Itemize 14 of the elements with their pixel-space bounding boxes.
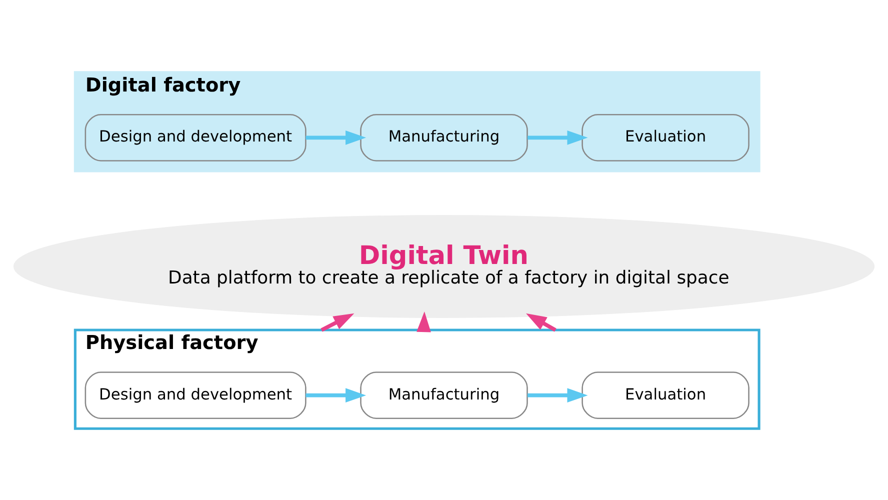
arrow — [306, 388, 366, 402]
node-box: Design and development — [84, 113, 306, 161]
arrow — [306, 130, 366, 144]
node-box: Evaluation — [582, 113, 750, 161]
arrow — [526, 312, 556, 332]
node-box: Evaluation — [582, 371, 750, 419]
arrow — [528, 130, 588, 144]
node-box: Design and development — [84, 371, 306, 419]
node-box: Manufacturing — [360, 371, 528, 419]
node-box: Manufacturing — [360, 113, 528, 161]
arrow — [528, 388, 588, 402]
arrow — [320, 312, 354, 332]
node-ellipse: Digital Twin Data platform to create a replicate of a factory in digital space — [13, 214, 875, 318]
arrow — [416, 311, 431, 332]
